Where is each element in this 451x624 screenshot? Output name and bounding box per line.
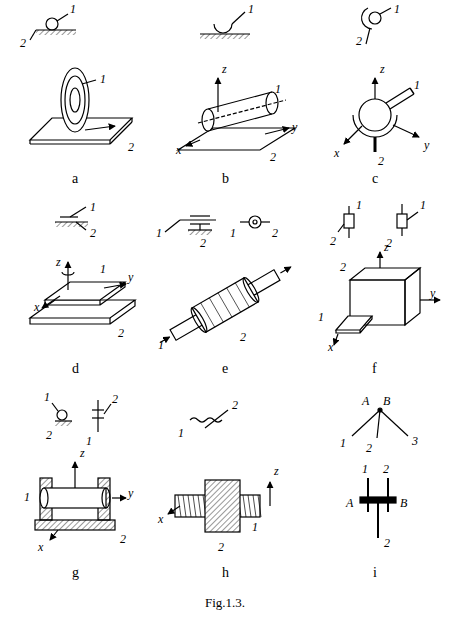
callout-label: 1 (100, 72, 106, 86)
panel-letter: i (373, 566, 377, 580)
callout-label: 1 (70, 2, 76, 16)
callout-label: 1 (90, 200, 96, 214)
callout-label: x (34, 300, 39, 314)
callout-label: B (400, 496, 407, 510)
figure-caption: Fig.1.3. (205, 596, 245, 610)
panel-letter: h (222, 566, 229, 580)
callout-label: z (222, 62, 227, 76)
panel-letter: b (222, 172, 229, 186)
callout-label: 1 (178, 426, 184, 440)
callout-label: 1 (230, 226, 236, 240)
callout-label: 1 (44, 390, 50, 404)
callout-label: x (158, 512, 163, 526)
callout-label: z (274, 464, 279, 478)
panel-letter: e (222, 362, 228, 376)
callout-label: 1 (420, 198, 426, 212)
callout-label: 1 (252, 520, 258, 534)
callout-label: 1 (100, 262, 106, 276)
callout-label: y (128, 486, 133, 500)
callout-label: 2 (330, 234, 336, 248)
callout-label: 1 (340, 436, 346, 450)
panel-letter: g (72, 566, 79, 580)
callout-label: y (128, 270, 133, 284)
callout-label: x (38, 540, 43, 554)
callout-label: 1 (24, 490, 30, 504)
callout-label: 2 (378, 154, 384, 168)
panel-letter: d (72, 362, 79, 376)
callout-label: 2 (383, 462, 389, 476)
callout-label: 2 (112, 392, 118, 406)
callout-label: 2 (200, 236, 206, 250)
callout-label: x (176, 143, 181, 157)
callout-label: 2 (240, 330, 246, 344)
panel-letter: c (372, 172, 378, 186)
callout-label: 2 (90, 226, 96, 240)
callout-label: A (362, 394, 369, 408)
callout-label: 2 (356, 34, 362, 48)
callout-label: 1 (158, 338, 164, 352)
callout-label: 2 (118, 326, 124, 340)
callout-label: x (328, 340, 333, 354)
callout-label: 2 (20, 36, 26, 50)
callout-label: y (292, 120, 297, 134)
callout-label: 2 (232, 398, 238, 412)
callout-label: y (424, 138, 429, 152)
callout-label: 2 (270, 150, 276, 164)
callout-label: A (346, 496, 353, 510)
callout-label: 2 (218, 540, 224, 554)
callout-label: 2 (120, 532, 126, 546)
callout-label: 2 (366, 441, 372, 455)
callout-label: z (380, 62, 385, 76)
callout-label: 1 (394, 2, 400, 16)
callout-label: y (430, 286, 435, 300)
callout-label: x (334, 146, 339, 160)
callout-label: z (80, 446, 85, 460)
callout-label: 2 (384, 536, 390, 550)
callout-label: 3 (412, 434, 418, 448)
panel-letter: a (72, 172, 78, 186)
callout-label: 1 (86, 434, 92, 448)
callout-label: 2 (46, 428, 52, 442)
callout-label: 2 (340, 260, 346, 274)
callout-label: 1 (275, 82, 281, 96)
callout-label: 1 (248, 2, 254, 16)
callout-label: 2 (272, 226, 278, 240)
callout-label: 2 (128, 140, 134, 154)
callout-label: 1 (356, 198, 362, 212)
callout-label: 1 (156, 226, 162, 240)
callout-label: 1 (362, 462, 368, 476)
callout-label: z (384, 240, 389, 254)
callout-label: 1 (414, 78, 420, 92)
callout-label: B (383, 394, 390, 408)
callout-label: z (56, 255, 61, 269)
panel-letter: f (372, 362, 377, 376)
callout-label: 1 (318, 310, 324, 324)
